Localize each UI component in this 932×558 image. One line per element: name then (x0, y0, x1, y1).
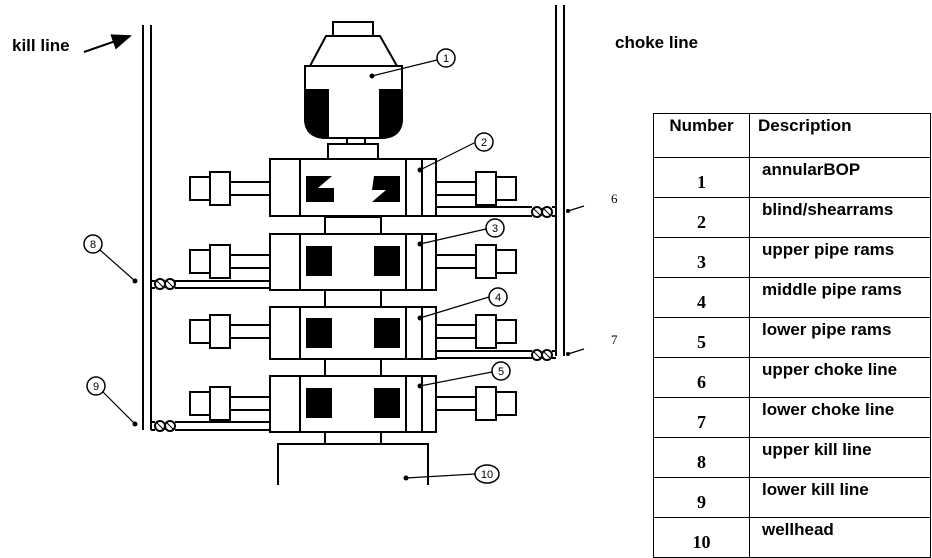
row-number: 6 (653, 357, 750, 398)
row-number: 8 (653, 437, 750, 478)
row-number: 2 (653, 197, 750, 238)
callout-2-text: 2 (481, 137, 487, 149)
row-description: lower choke line (749, 397, 931, 438)
ram-middle-pipe (189, 306, 517, 360)
header-description: Description (749, 113, 931, 158)
row-number: 1 (653, 157, 750, 198)
kill-line-label: kill line (12, 36, 70, 55)
row-description: annularBOP (749, 157, 931, 198)
callout-5 (491, 361, 511, 381)
choke-line-label: choke line (615, 33, 699, 52)
valve-upper-kill (154, 278, 176, 290)
ram-upper-pipe (189, 233, 517, 291)
header-number: Number (653, 113, 750, 158)
side-number-7: 7 (611, 332, 618, 347)
bop-stack-diagram: 1 2 3 4 5 8 9 10 (83, 5, 585, 485)
row-description: lower kill line (749, 477, 931, 518)
row-description: lower pipe rams (749, 317, 931, 358)
valve-lower-choke (531, 349, 553, 361)
row-description: blind/shearrams (749, 197, 931, 238)
callout-3 (485, 218, 505, 238)
callout-5-text: 5 (498, 366, 504, 378)
callout-10 (474, 464, 500, 484)
row-number: 5 (653, 317, 750, 358)
callout-1 (436, 48, 456, 68)
row-description: upper choke line (749, 357, 931, 398)
callout-9 (86, 376, 106, 396)
row-number: 7 (653, 397, 750, 438)
callout-2 (474, 132, 494, 152)
row-number: 3 (653, 237, 750, 278)
ram-lower-pipe (189, 375, 517, 433)
kill-line-arrow (83, 34, 132, 53)
callout-8-text: 8 (90, 239, 96, 251)
row-number: 4 (653, 277, 750, 318)
callout-3-text: 3 (492, 223, 498, 235)
valve-lower-kill (154, 420, 176, 432)
wellhead (277, 443, 429, 485)
row-number: 10 (653, 517, 750, 558)
row-number: 9 (653, 477, 750, 518)
valve-upper-choke (531, 206, 553, 218)
callout-4-text: 4 (495, 292, 501, 304)
side-number-6: 6 (611, 191, 618, 206)
row-description: upper pipe rams (749, 237, 931, 278)
row-description: middle pipe rams (749, 277, 931, 318)
ram-blind-shear (189, 158, 517, 217)
callout-4 (488, 287, 508, 307)
row-description: upper kill line (749, 437, 931, 478)
table-header-row: Number Description (653, 113, 931, 158)
annular-bop (304, 21, 403, 160)
row-description: wellhead (749, 517, 931, 558)
callout-9-text: 9 (93, 381, 99, 393)
callout-8 (83, 234, 103, 254)
callout-10-text: 10 (481, 469, 493, 481)
callout-1-text: 1 (443, 53, 449, 65)
